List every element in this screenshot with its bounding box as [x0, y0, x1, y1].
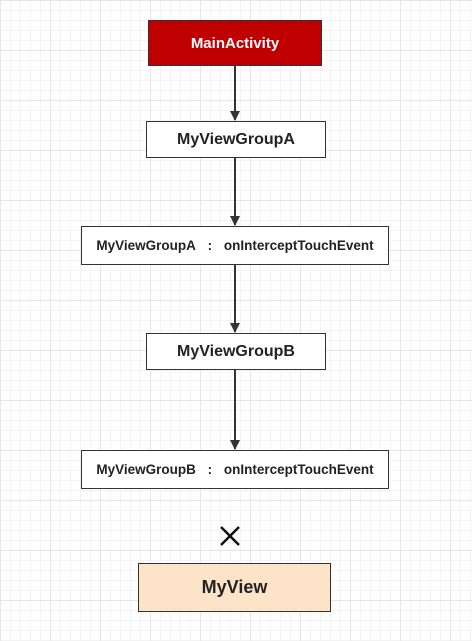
blocked-cross-icon — [220, 526, 240, 546]
intercept-method-label: onInterceptTouchEvent — [223, 238, 374, 253]
my-view-label: MyView — [201, 577, 268, 597]
view-group-a-label: MyViewGroupA — [177, 130, 295, 148]
view-group-a-node: MyViewGroupA — [146, 121, 326, 158]
main-activity-label: MainActivity — [190, 34, 280, 52]
view-group-b-label: MyViewGroupB — [177, 342, 295, 360]
view-group-b-intercept-node: MyViewGroupB : onInterceptTouchEvent — [81, 450, 389, 489]
main-activity-node: MainActivity — [148, 20, 322, 66]
intercept-method-label: onInterceptTouchEvent — [223, 462, 374, 477]
intercept-owner-label: MyViewGroupA — [96, 238, 196, 253]
intercept-owner-label: MyViewGroupB — [96, 462, 196, 477]
intercept-separator: : — [207, 462, 213, 477]
view-group-b-node: MyViewGroupB — [146, 333, 326, 370]
view-group-a-intercept-node: MyViewGroupA : onInterceptTouchEvent — [81, 226, 389, 265]
my-view-node: MyView — [138, 563, 331, 612]
intercept-separator: : — [207, 238, 213, 253]
